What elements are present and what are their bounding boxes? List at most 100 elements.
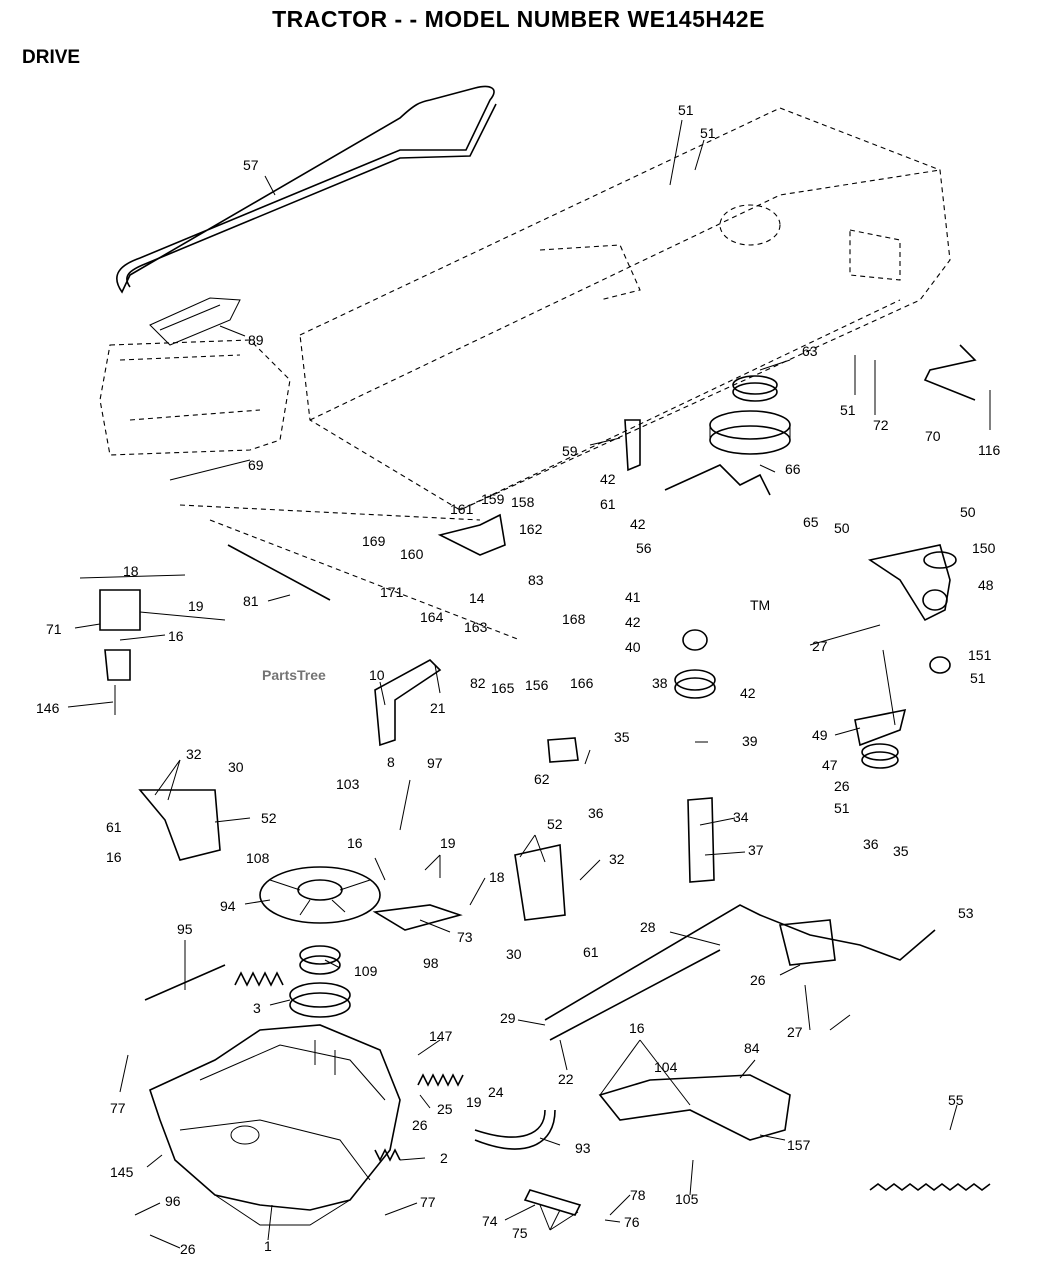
- spring-25[interactable]: [417, 1073, 464, 1087]
- idler-pulley-40[interactable]: [682, 629, 708, 651]
- callout-40: 40: [625, 639, 641, 655]
- bracket-89[interactable]: [149, 297, 241, 346]
- bracket-48[interactable]: [867, 544, 957, 622]
- callout-27: 27: [812, 638, 828, 654]
- callout-18: 18: [123, 563, 139, 579]
- bracket-26-right[interactable]: [778, 919, 836, 966]
- left-frame-dashed: [99, 339, 291, 456]
- callout-81: 81: [243, 593, 259, 609]
- callout-169: 169: [362, 533, 386, 549]
- callout-3: 3: [253, 1000, 261, 1016]
- pulley-66[interactable]: [709, 410, 791, 455]
- bushing-151[interactable]: [929, 656, 951, 674]
- callout-30: 30: [506, 946, 522, 962]
- callout-2: 2: [440, 1150, 448, 1166]
- hose-93[interactable]: [474, 1109, 556, 1150]
- callout-29: 29: [500, 1010, 516, 1026]
- callout-162: 162: [519, 521, 543, 537]
- callout-25: 25: [437, 1101, 453, 1117]
- rod-28[interactable]: [544, 904, 936, 1021]
- callout-50: 50: [834, 520, 850, 536]
- watermark: PartsTree: [262, 667, 326, 683]
- callout-158: 158: [511, 494, 535, 510]
- callout-42: 42: [630, 516, 646, 532]
- transaxle-1[interactable]: [149, 1024, 401, 1226]
- callout-96: 96: [165, 1193, 181, 1209]
- callout-51: 51: [840, 402, 856, 418]
- callout-75: 75: [512, 1225, 528, 1241]
- pulley-47[interactable]: [861, 743, 899, 769]
- pulley-63[interactable]: [732, 375, 778, 402]
- main-frame-dashed: [179, 107, 951, 641]
- callout-49: 49: [812, 727, 828, 743]
- link-66[interactable]: [664, 464, 771, 496]
- callout-145: 145: [110, 1164, 134, 1180]
- callout-160: 160: [400, 546, 424, 562]
- callout-35: 35: [893, 843, 909, 859]
- callout-19: 19: [466, 1094, 482, 1110]
- callout-32: 32: [609, 851, 625, 867]
- callout-32: 32: [186, 746, 202, 762]
- callout-19: 19: [440, 835, 456, 851]
- callout-108: 108: [246, 850, 270, 866]
- rod-22[interactable]: [549, 949, 721, 1041]
- linkage-75[interactable]: [523, 1189, 582, 1216]
- page-title: TRACTOR - - MODEL NUMBER WE145H42E: [272, 6, 765, 32]
- spring-55[interactable]: [869, 1183, 991, 1191]
- callout-61: 61: [583, 944, 599, 960]
- callout-24: 24: [488, 1084, 504, 1100]
- callout-26: 26: [180, 1241, 196, 1257]
- callout-95: 95: [177, 921, 193, 937]
- callout-8: 8: [387, 754, 395, 770]
- fan-94[interactable]: [259, 866, 381, 924]
- spacer-62[interactable]: [547, 737, 579, 763]
- callout-51: 51: [970, 670, 986, 686]
- callout-56: 56: [636, 540, 652, 556]
- bracket-30-left[interactable]: [138, 789, 221, 861]
- rod-70[interactable]: [923, 344, 977, 401]
- callout-83: 83: [528, 572, 544, 588]
- callout-16: 16: [347, 835, 363, 851]
- callout-166: 166: [570, 675, 594, 691]
- callout-61: 61: [106, 819, 122, 835]
- callout-1: 1: [264, 1238, 272, 1254]
- plate-73[interactable]: [372, 904, 463, 931]
- callout-82: 82: [470, 675, 486, 691]
- arm-49[interactable]: [854, 708, 907, 747]
- callout-48: 48: [978, 577, 994, 593]
- callout-97: 97: [427, 755, 443, 771]
- callout-51: 51: [678, 102, 694, 118]
- callout-150: 150: [972, 540, 996, 556]
- callout-39: 39: [742, 733, 758, 749]
- pulley-3[interactable]: [289, 982, 351, 1018]
- rod-81[interactable]: [227, 544, 331, 601]
- callout-61: 61: [600, 496, 616, 512]
- idler-pulley-38[interactable]: [674, 669, 716, 699]
- spring-95[interactable]: [234, 971, 284, 987]
- bracket-59[interactable]: [624, 419, 641, 472]
- callout-66: 66: [785, 461, 801, 477]
- callout-26: 26: [412, 1117, 428, 1133]
- callout-103: 103: [336, 776, 360, 792]
- arm-21[interactable]: [374, 659, 442, 747]
- callout-52: 52: [261, 810, 277, 826]
- callout-109: 109: [354, 963, 378, 979]
- callout-16: 16: [106, 849, 122, 865]
- bracket-30-right[interactable]: [514, 844, 566, 921]
- callout-78: 78: [630, 1187, 646, 1203]
- spring-2[interactable]: [374, 1148, 401, 1162]
- linkage-159[interactable]: [437, 513, 506, 556]
- callout-42: 42: [600, 471, 616, 487]
- callout-63: 63: [802, 343, 818, 359]
- bracket-71[interactable]: [99, 589, 141, 715]
- pulley-109[interactable]: [299, 945, 341, 975]
- drive-belt-57[interactable]: [116, 85, 497, 294]
- bracket-84[interactable]: [598, 1074, 791, 1141]
- callout-116: 116: [978, 442, 1001, 458]
- callout-50: 50: [960, 504, 976, 520]
- spacer-34[interactable]: [687, 797, 715, 883]
- callout-51: 51: [700, 125, 716, 141]
- callout-84: 84: [744, 1040, 760, 1056]
- callout-34: 34: [733, 809, 749, 825]
- callout-41: 41: [625, 589, 641, 605]
